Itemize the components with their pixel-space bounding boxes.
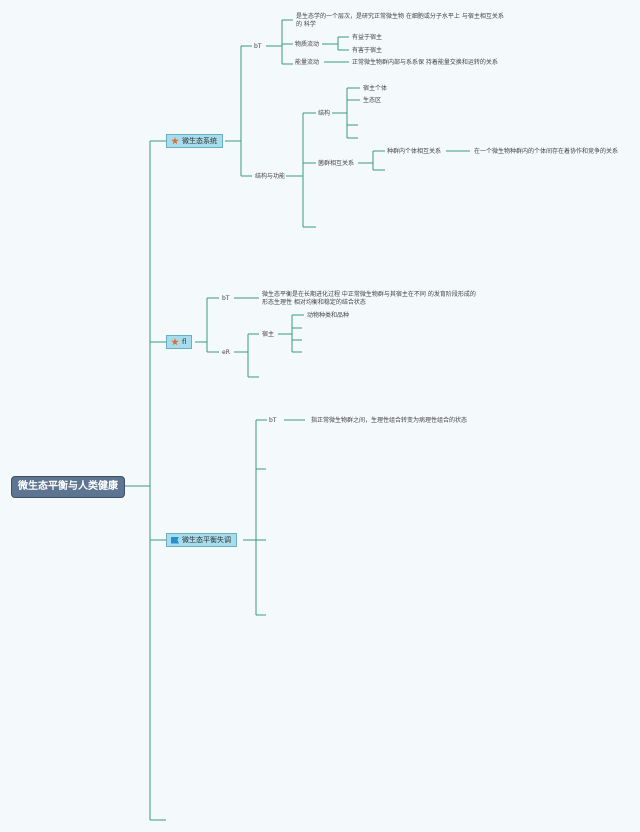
branch-label: fl <box>182 338 187 346</box>
branch-imbalance[interactable]: 微生态平衡失调 <box>166 533 237 547</box>
b3-definition-text: 指正常微生物群之间，生理性组合转变为病理性组合的状态 <box>311 417 468 424</box>
branch-micro-ecosystem[interactable]: 微生态系统 <box>166 134 223 148</box>
b2-animal-species: 动物种类和品种 <box>307 312 350 319</box>
b2-er-label[interactable]: eR <box>222 349 230 356</box>
b1-definition-text: 是生态学的一个层次，是研究正常微生物 在细胞或分子水平上 与宿主相互关系的 科学 <box>296 13 504 28</box>
branch-label: 微生态系统 <box>182 137 217 145</box>
b1-structure[interactable]: 结构 <box>318 110 331 117</box>
b2-definition-label[interactable]: bT <box>222 295 230 302</box>
b1-material-flow[interactable]: 物质流动 <box>295 41 320 48</box>
flag-icon <box>171 536 179 544</box>
b2-definition-text: 微生态平衡是在长期进化过程 中正常微生物群与其宿主在不同 的发育阶段形成的 形态… <box>262 291 476 306</box>
star-icon <box>171 338 179 346</box>
b1-harmful: 有害于宿主 <box>352 47 383 54</box>
b1-interaction[interactable]: 菌群相互关系 <box>318 160 355 167</box>
branch-label: 微生态平衡失调 <box>182 536 231 544</box>
b2-host[interactable]: 宿主 <box>262 331 275 338</box>
root-node[interactable]: 微生态平衡与人类健康 <box>11 476 125 498</box>
b1-structure-function[interactable]: 结构与功能 <box>255 173 286 180</box>
b1-host-individual: 宿主个体 <box>363 85 388 92</box>
b1-habitat: 生态区 <box>363 97 382 104</box>
b1-intraspecies-text: 在一个微生物种群内的个体间存在着协作和竞争的关系 <box>474 148 619 155</box>
b1-definition-label[interactable]: bT <box>254 43 262 50</box>
star-icon <box>171 137 179 145</box>
b1-energy-flow[interactable]: 能量流动 <box>295 59 320 66</box>
b1-intraspecies[interactable]: 种群内个体相互关系 <box>387 148 442 155</box>
b1-beneficial: 有益于宿主 <box>352 34 383 41</box>
b3-definition-label[interactable]: bT <box>269 417 277 424</box>
b1-energy-text: 正常微生物群内部与系系保 持着能量交换和运转的关系 <box>352 59 498 66</box>
branch-fl[interactable]: fl <box>166 335 193 349</box>
